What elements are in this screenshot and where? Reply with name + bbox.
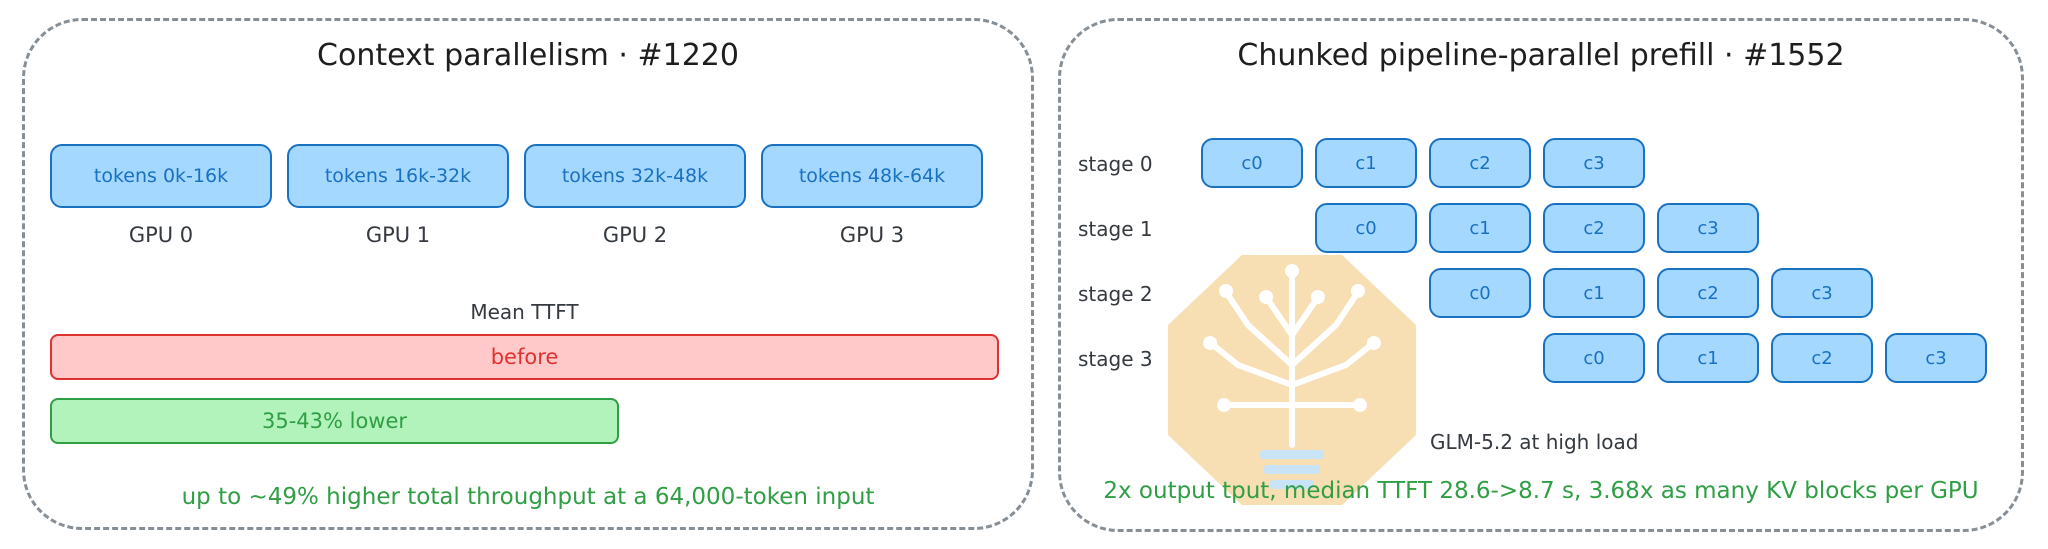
stage-3-chunk-c2: c2 [1771, 333, 1873, 383]
ttft-before-label: before [490, 345, 559, 369]
throughput-note: up to ~49% higher total throughput at a … [181, 484, 875, 510]
gpu-label-2: GPU 2 [602, 223, 668, 247]
stage-label-2: stage 2 [1078, 282, 1153, 306]
gpu-label-3: GPU 3 [839, 223, 905, 247]
stage-3-chunk-c0: c0 [1543, 333, 1645, 383]
token-box-3: tokens 48k-64k [761, 144, 983, 208]
pipeline-prefill-title: Chunked pipeline-parallel prefill · #155… [1237, 38, 1845, 73]
context-parallelism-title: Context parallelism · #1220 [317, 38, 739, 73]
stage-1-chunk-c2: c2 [1543, 203, 1645, 253]
gpu-label-0: GPU 0 [128, 223, 194, 247]
pipeline-results-note: 2x output tput, median TTFT 28.6->8.7 s,… [1103, 478, 1979, 504]
pipeline-prefill-panel [1058, 18, 2024, 532]
ttft-after-label: 35-43% lower [261, 409, 408, 433]
glm-load-note: GLM-5.2 at high load [1430, 430, 1639, 454]
stage-1-chunk-c1: c1 [1429, 203, 1531, 253]
stage-2-chunk-c1: c1 [1543, 268, 1645, 318]
stage-2-chunk-c0: c0 [1429, 268, 1531, 318]
stage-0-chunk-c2: c2 [1429, 138, 1531, 188]
stage-label-3: stage 3 [1078, 347, 1153, 371]
stage-label-1: stage 1 [1078, 217, 1153, 241]
stage-1-chunk-c3: c3 [1657, 203, 1759, 253]
gpu-label-1: GPU 1 [365, 223, 431, 247]
stage-2-chunk-c3: c3 [1771, 268, 1873, 318]
stage-3-chunk-c1: c1 [1657, 333, 1759, 383]
stage-0-chunk-c0: c0 [1201, 138, 1303, 188]
stage-1-chunk-c0: c0 [1315, 203, 1417, 253]
circuit-tree-lightbulb-icon [1168, 255, 1416, 505]
token-box-0: tokens 0k-16k [50, 144, 272, 208]
token-box-2: tokens 32k-48k [524, 144, 746, 208]
mean-ttft-label: Mean TTFT [470, 300, 579, 324]
stage-2-chunk-c2: c2 [1657, 268, 1759, 318]
stage-0-chunk-c1: c1 [1315, 138, 1417, 188]
stage-3-chunk-c3: c3 [1885, 333, 1987, 383]
ttft-before-bar: before [50, 334, 999, 380]
stage-label-0: stage 0 [1078, 152, 1153, 176]
context-parallelism-panel [22, 18, 1034, 530]
ttft-after-bar: 35-43% lower [50, 398, 619, 444]
token-box-1: tokens 16k-32k [287, 144, 509, 208]
stage-0-chunk-c3: c3 [1543, 138, 1645, 188]
